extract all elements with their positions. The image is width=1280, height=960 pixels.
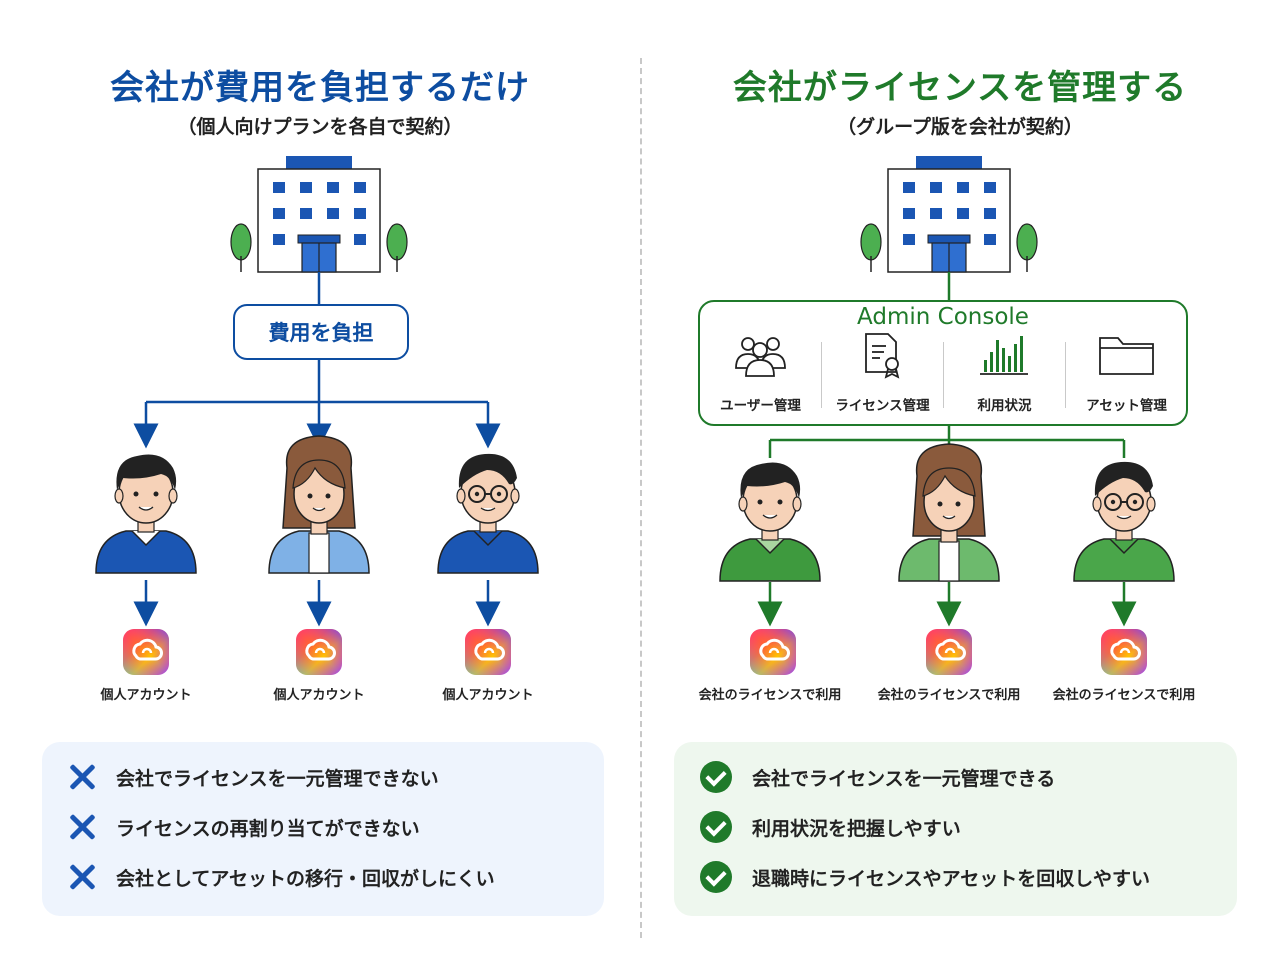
- check-circle-icon: [700, 811, 732, 843]
- admin-item-label: ユーザー管理: [720, 398, 801, 414]
- x-icon: [68, 763, 96, 791]
- admin-item-asset-management: アセット管理: [1066, 330, 1187, 414]
- users-icon: [735, 337, 786, 377]
- license-usage-label-1: 会社のライセンスで利用: [698, 688, 842, 703]
- pros-panel: 会社でライセンスを一元管理できる 利用状況を把握しやすい 退職時にライセンスやア…: [674, 742, 1237, 916]
- center-divider: [640, 58, 642, 938]
- account-label-2: 個人アカウント: [273, 688, 365, 703]
- admin-console-title: Admin Console: [857, 304, 1029, 330]
- left-subtitle: （個人向けプランを各自で契約）: [177, 116, 463, 138]
- right-subtitle: （グループ版を会社が契約）: [837, 116, 1083, 138]
- account-label-1: 個人アカウント: [100, 688, 192, 703]
- pros-item: 利用状況を把握しやすい: [700, 810, 961, 844]
- admin-item-user-management: ユーザー管理: [700, 330, 821, 414]
- pros-item: 退職時にライセンスやアセットを回収しやすい: [700, 860, 1150, 894]
- admin-item-license-management: ライセンス管理: [822, 330, 943, 414]
- admin-item-usage-status: 利用状況: [944, 330, 1065, 414]
- person-woman-right: [898, 443, 1000, 582]
- cons-item: ライセンスの再割り当てができない: [68, 810, 420, 844]
- bar-chart-icon: [980, 336, 1028, 375]
- person-woman-left: [268, 435, 370, 574]
- check-circle-icon: [700, 761, 732, 793]
- check-circle-icon: [700, 861, 732, 893]
- left-title: 会社が費用を負担するだけ: [110, 68, 530, 108]
- admin-console-box: Admin Console ユーザー管理 ライセンス管理: [698, 300, 1188, 426]
- person-man-right: [719, 462, 821, 582]
- admin-item-label: アセット管理: [1086, 398, 1167, 414]
- license-usage-label-2: 会社のライセンスで利用: [877, 688, 1021, 703]
- license-usage-label-3: 会社のライセンスで利用: [1052, 688, 1196, 703]
- cons-item: 会社でライセンスを一元管理できない: [68, 760, 439, 794]
- license-certificate-icon: [865, 333, 900, 379]
- person-man-left: [95, 454, 197, 574]
- admin-item-label: 利用状況: [977, 398, 1032, 414]
- folder-icon: [1099, 337, 1154, 375]
- x-icon: [68, 863, 96, 891]
- person-man-glasses-left: [437, 453, 539, 574]
- account-label-3: 個人アカウント: [442, 688, 534, 703]
- pros-item: 会社でライセンスを一元管理できる: [700, 760, 1055, 794]
- x-icon: [68, 813, 96, 841]
- cons-item: 会社としてアセットの移行・回収がしにくい: [68, 860, 495, 894]
- admin-item-label: ライセンス管理: [835, 398, 930, 414]
- person-man-glasses-right: [1073, 461, 1175, 582]
- cons-panel: 会社でライセンスを一元管理できない ライセンスの再割り当てができない 会社として…: [42, 742, 604, 916]
- right-title: 会社がライセンスを管理する: [732, 68, 1188, 108]
- burden-cost-box: 費用を負担: [233, 304, 409, 360]
